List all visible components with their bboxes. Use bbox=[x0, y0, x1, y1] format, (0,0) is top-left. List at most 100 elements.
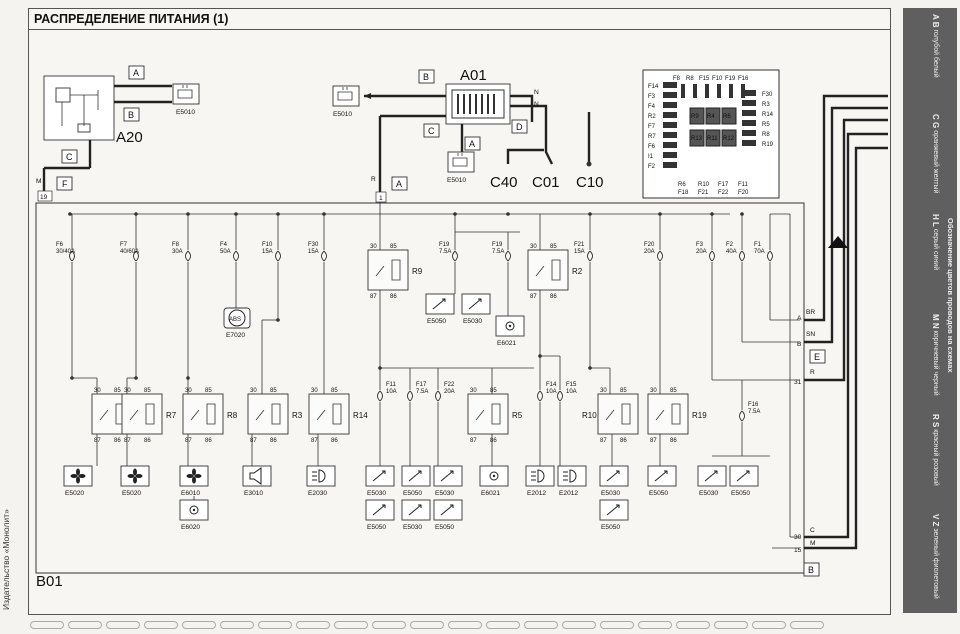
svg-text:N: N bbox=[534, 101, 539, 108]
tag-b-a20 bbox=[123, 107, 140, 122]
fuse-symbol bbox=[537, 390, 541, 402]
fuse-symbol bbox=[233, 250, 237, 262]
map-label: F7 bbox=[648, 124, 656, 130]
svg-text:30: 30 bbox=[600, 388, 607, 394]
svg-text:C: C bbox=[810, 527, 815, 534]
e5010-component-a01-lower bbox=[447, 151, 475, 173]
motor-icon bbox=[408, 504, 422, 516]
fuse-rating: 15A bbox=[574, 249, 585, 255]
svg-text:E5010: E5010 bbox=[447, 177, 466, 184]
fan-icon bbox=[70, 468, 86, 484]
map-label: F15 bbox=[699, 76, 710, 82]
abs-icon bbox=[228, 309, 246, 327]
fuse-symbol bbox=[69, 250, 73, 262]
svg-text:A: A bbox=[396, 179, 402, 189]
svg-text:F: F bbox=[62, 179, 68, 189]
svg-text:B: B bbox=[797, 341, 802, 348]
svg-text:M: M bbox=[36, 178, 42, 185]
map-label: F2 bbox=[648, 164, 656, 170]
svg-text:86: 86 bbox=[331, 438, 338, 444]
relay-box bbox=[121, 393, 163, 435]
svg-text:31: 31 bbox=[794, 379, 802, 386]
fuse-symbol bbox=[741, 410, 745, 422]
warning-triangle-icon bbox=[828, 236, 848, 248]
relay-label: R5 bbox=[512, 411, 523, 420]
lamp-component bbox=[557, 465, 587, 487]
fuse-symbol bbox=[539, 390, 543, 402]
map-fuse-slot bbox=[742, 110, 756, 116]
fuse-rating: 30A bbox=[172, 249, 183, 255]
svg-text:E5010: E5010 bbox=[333, 111, 352, 118]
b01-label: B01 bbox=[36, 573, 63, 590]
tag-a-a01 bbox=[391, 176, 408, 191]
fuse-id: F1 bbox=[754, 242, 762, 248]
map-fuse-slot bbox=[742, 130, 756, 136]
motor-component bbox=[365, 499, 395, 521]
fuse-id: F8 bbox=[172, 242, 180, 248]
component-label: E5030 bbox=[367, 490, 386, 497]
fuse-symbol bbox=[133, 250, 137, 262]
svg-text:30: 30 bbox=[250, 388, 257, 394]
fan-component bbox=[63, 465, 93, 487]
fuse-rating: 10A bbox=[546, 389, 557, 395]
motor-icon bbox=[440, 504, 454, 516]
map-relay-slot bbox=[689, 107, 705, 125]
svg-text:85: 85 bbox=[550, 244, 557, 250]
lamp-component bbox=[525, 465, 555, 487]
map-fuse-slot bbox=[742, 90, 756, 96]
c40-label: C40 bbox=[490, 174, 518, 191]
svg-text:A: A bbox=[797, 315, 802, 322]
b01-circuits: F630/40A30858786R6F740/60A30858786R7F830… bbox=[56, 202, 800, 549]
svg-text:C: C bbox=[66, 152, 73, 162]
component-label: E5050 bbox=[601, 524, 620, 531]
svg-text:R: R bbox=[810, 369, 815, 376]
motor-component bbox=[697, 465, 727, 487]
svg-text:87: 87 bbox=[470, 438, 477, 444]
svg-text:85: 85 bbox=[670, 388, 677, 394]
legend-row-c-g: C G оранжевый желтый bbox=[931, 114, 940, 194]
a01-module bbox=[445, 83, 511, 125]
fuse-symbol bbox=[377, 390, 381, 402]
fuse-rating: 20A bbox=[696, 249, 707, 255]
map-label: I1 bbox=[648, 154, 654, 160]
motor-icon bbox=[440, 470, 454, 482]
page-title: РАСПРЕДЕЛЕНИЕ ПИТАНИЯ (1) bbox=[34, 12, 229, 26]
component-label: E5030 bbox=[403, 524, 422, 531]
svg-text:30: 30 bbox=[124, 388, 131, 394]
fuse-symbol bbox=[587, 250, 591, 262]
fuse-symbol bbox=[71, 250, 75, 262]
legend-row-m-n: M N коричневый черный bbox=[931, 314, 940, 396]
fuse-symbol bbox=[277, 250, 281, 262]
relay-label: R8 bbox=[227, 411, 238, 420]
svg-text:86: 86 bbox=[390, 294, 397, 300]
motor-icon bbox=[468, 298, 482, 310]
map-fuse-slot bbox=[717, 84, 721, 98]
motor-component bbox=[401, 499, 431, 521]
fuse-id: F3 bbox=[696, 242, 704, 248]
map-label: F17 bbox=[718, 182, 729, 188]
map-label: F30 bbox=[762, 92, 773, 98]
junction-node bbox=[506, 212, 510, 216]
map-label: F14 bbox=[648, 84, 659, 90]
fuse-id: F11 bbox=[386, 382, 397, 388]
relay-box bbox=[308, 393, 350, 435]
tag-c-a20 bbox=[61, 149, 78, 164]
fuse-rating: 40A bbox=[726, 249, 737, 255]
fuse-symbol bbox=[135, 250, 139, 262]
map-relay-slot bbox=[721, 129, 737, 147]
tag-a-a01-lower bbox=[464, 136, 481, 151]
component-label: E3010 bbox=[244, 490, 263, 497]
svg-text:30: 30 bbox=[94, 388, 101, 394]
legend-title: Обозначение цветов проводов на схемах bbox=[946, 218, 955, 373]
relay-symbol-icon bbox=[535, 259, 561, 281]
tag-b-b01 bbox=[803, 562, 820, 577]
a20-module bbox=[43, 75, 115, 141]
map-fuse-slot bbox=[663, 132, 677, 138]
tag-f bbox=[56, 176, 73, 191]
a01-label: A01 bbox=[460, 67, 487, 84]
fuse-id: F6 bbox=[56, 242, 64, 248]
map-label: F6 bbox=[648, 144, 656, 150]
fuse-rating: 7.5A bbox=[492, 249, 504, 255]
component-label: E6020 bbox=[181, 524, 200, 531]
